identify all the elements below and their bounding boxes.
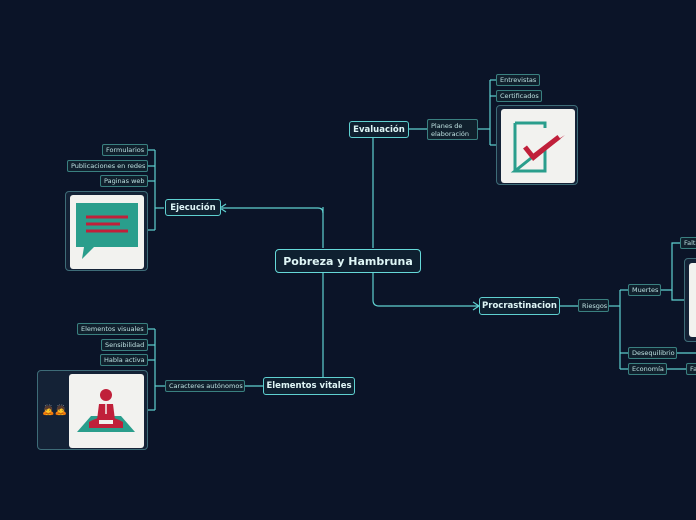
- topic-evaluacion-label: Evaluación: [353, 124, 405, 135]
- presenter-card: [69, 374, 144, 448]
- subtopic-muertes[interactable]: Muertes: [628, 284, 661, 296]
- subtopic-elementos-visuales[interactable]: Elementos visuales: [77, 323, 148, 335]
- publicaciones-label: Publicaciones en redes: [71, 162, 146, 170]
- subtopic-formularios[interactable]: Formularios: [102, 144, 148, 156]
- muertes-label: Muertes: [632, 286, 659, 294]
- habla-activa-label: Habla activa: [104, 356, 145, 364]
- checkmark-card: [501, 109, 575, 183]
- subtopic-publicaciones[interactable]: Publicaciones en redes: [67, 160, 148, 172]
- procrastinacion-image-node[interactable]: [684, 258, 696, 342]
- subtopic-desequilibrio[interactable]: Desequilibrio: [628, 347, 677, 359]
- subtopic-planes-elaboracion[interactable]: Planes de elaboración: [427, 119, 478, 140]
- subtopic-habla-activa[interactable]: Habla activa: [100, 354, 148, 366]
- topic-procrastinacion[interactable]: Procrastinacion: [479, 297, 560, 315]
- paginas-web-label: Paginas web: [104, 177, 145, 185]
- evaluacion-image-node[interactable]: [496, 105, 578, 185]
- topic-ejecucion-label: Ejecución: [170, 202, 216, 213]
- subtopic-caracteres-autonomos[interactable]: Caracteres autónomos: [165, 380, 245, 392]
- central-topic[interactable]: Pobreza y Hambruna: [275, 249, 421, 273]
- central-topic-label: Pobreza y Hambruna: [283, 254, 413, 268]
- subtopic-sensibilidad[interactable]: Sensibilidad: [101, 339, 148, 351]
- riesgos-label: Riesgos: [582, 301, 608, 310]
- fa-label: Fa: [690, 365, 696, 373]
- chat-bubble-icon: [76, 203, 138, 259]
- topic-evaluacion[interactable]: Evaluación: [349, 121, 409, 138]
- elementos-image-node[interactable]: 🙇🙇: [37, 370, 148, 450]
- desequilibrio-label: Desequilibrio: [632, 349, 675, 357]
- checkmark-icon: [510, 121, 565, 173]
- sensibilidad-label: Sensibilidad: [105, 341, 145, 349]
- subtopic-paginas-web[interactable]: Paginas web: [100, 175, 148, 187]
- topic-procrastinacion-label: Procrastinacion: [482, 301, 557, 311]
- ejecucion-image-node[interactable]: [65, 191, 148, 271]
- subtopic-entrevistas[interactable]: Entrevistas: [496, 74, 540, 86]
- caracteres-label: Caracteres autónomos: [169, 382, 243, 390]
- topic-ejecucion[interactable]: Ejecución: [165, 199, 221, 216]
- subtopic-certificados[interactable]: Certificados: [496, 90, 542, 102]
- subtopic-falta[interactable]: Falta: [680, 237, 696, 249]
- presenter-icon: [77, 389, 135, 432]
- entrevistas-label: Entrevistas: [500, 76, 537, 84]
- subtopic-economia[interactable]: Economía: [628, 363, 667, 375]
- subtopic-fa[interactable]: Fa: [686, 363, 696, 375]
- bowing-person-icon: 🙇🙇: [42, 405, 67, 416]
- topic-elementos-label: Elementos vitales: [266, 381, 352, 391]
- certificados-label: Certificados: [500, 92, 539, 100]
- topic-elementos-vitales[interactable]: Elementos vitales: [263, 377, 355, 395]
- economia-label: Economía: [632, 365, 664, 373]
- subtopic-planes-label: Planes de elaboración: [431, 121, 470, 138]
- formularios-label: Formularios: [106, 146, 145, 154]
- falta-label: Falta: [684, 239, 696, 247]
- procrastinacion-card: [689, 263, 696, 337]
- chat-card: [70, 195, 144, 269]
- subtopic-riesgos[interactable]: Riesgos: [578, 299, 609, 312]
- elementos-visuales-label: Elementos visuales: [81, 325, 144, 333]
